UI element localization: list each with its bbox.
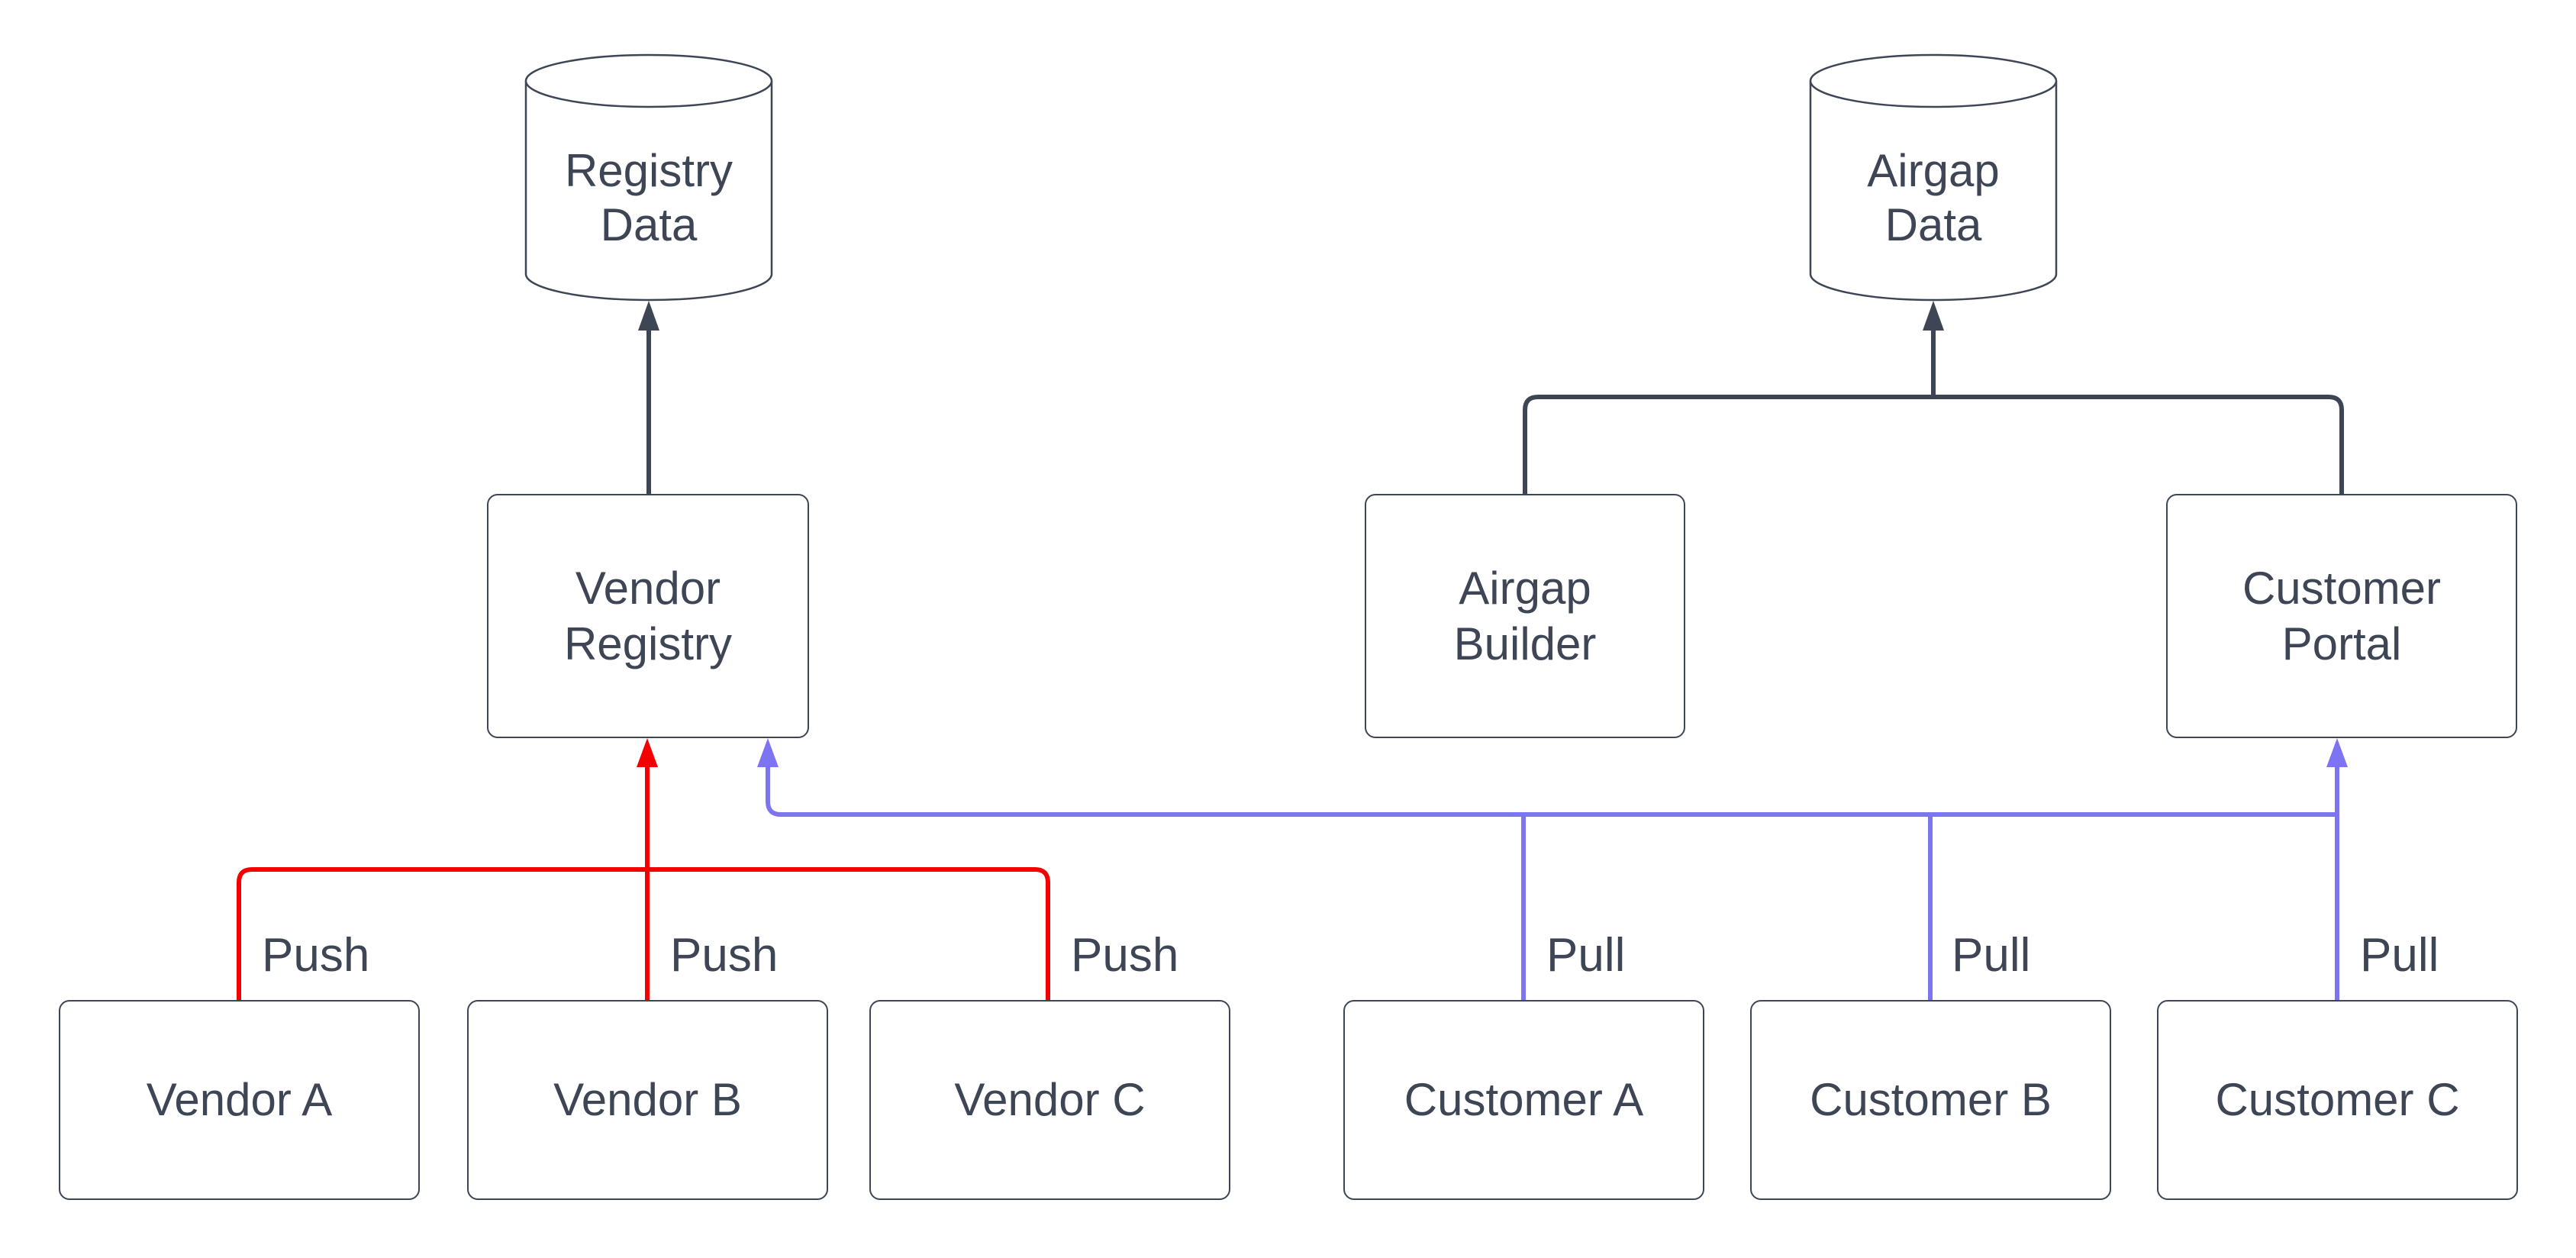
node-customer-b: Customer B [1750,1000,2111,1200]
vendor-b-label: Vendor B [553,1074,742,1126]
customer-b-label: Customer B [1810,1074,2052,1126]
airgap-data-line2: Data [1884,199,1982,250]
airgap-builder-line1: Airgap [1459,562,1591,614]
arrowhead-push-vendor-registry [637,738,658,767]
arrowhead-airgap-data [1923,301,1944,331]
airgap-data-line1: Airgap [1867,145,2000,197]
node-vendor-a: Vendor A [59,1000,420,1200]
edge-label-pull-customer-c: Pull [2360,929,2439,982]
edge-push-rail-vendor-a-to-vendor-c [237,867,1050,1000]
customer-portal-line1: Customer [2242,562,2442,614]
airgap-builder-line2: Builder [1453,618,1597,669]
vendor-registry-line2: Registry [563,618,733,669]
cylinder-airgap-data [1809,53,2058,302]
node-vendor-b: Vendor B [467,1000,828,1200]
customer-a-label: Customer A [1404,1074,1644,1126]
edge-label-push-vendor-a: Push [262,929,370,982]
registry-data-line2: Data [600,199,698,250]
node-airgap-builder: Airgap Builder [1365,494,1685,738]
arrowhead-registry-data [638,301,659,331]
edge-label-pull-customer-a: Pull [1546,929,1626,982]
node-customer-c: Customer C [2157,1000,2518,1200]
edge-airgap-builder-customer-portal-trunk [1523,395,2344,494]
customer-c-label: Customer C [2215,1074,2460,1126]
vendor-c-label: Vendor C [954,1074,1146,1126]
node-vendor-registry: Vendor Registry [487,494,809,738]
edge-label-push-vendor-c: Push [1071,929,1179,982]
node-customer-portal: Customer Portal [2166,494,2517,738]
edge-label-push-vendor-b: Push [670,929,779,982]
node-vendor-c: Vendor C [869,1000,1230,1200]
edge-label-pull-customer-b: Pull [1952,929,2031,982]
cylinder-registry-data [524,53,773,302]
node-label-registry-data: Registry Data [526,99,772,298]
registry-data-line1: Registry [564,145,733,197]
arrowhead-pull-vendor-registry [757,738,779,767]
customer-portal-line2: Portal [2281,618,2402,669]
vendor-registry-line1: Vendor [575,562,721,614]
arrowhead-pull-customer-portal [2326,738,2348,767]
edge-pull-rail-to-vendor-registry [766,766,2337,817]
node-customer-a: Customer A [1343,1000,1704,1200]
node-label-airgap-data: Airgap Data [1810,99,2056,298]
vendor-a-label: Vendor A [146,1074,333,1126]
